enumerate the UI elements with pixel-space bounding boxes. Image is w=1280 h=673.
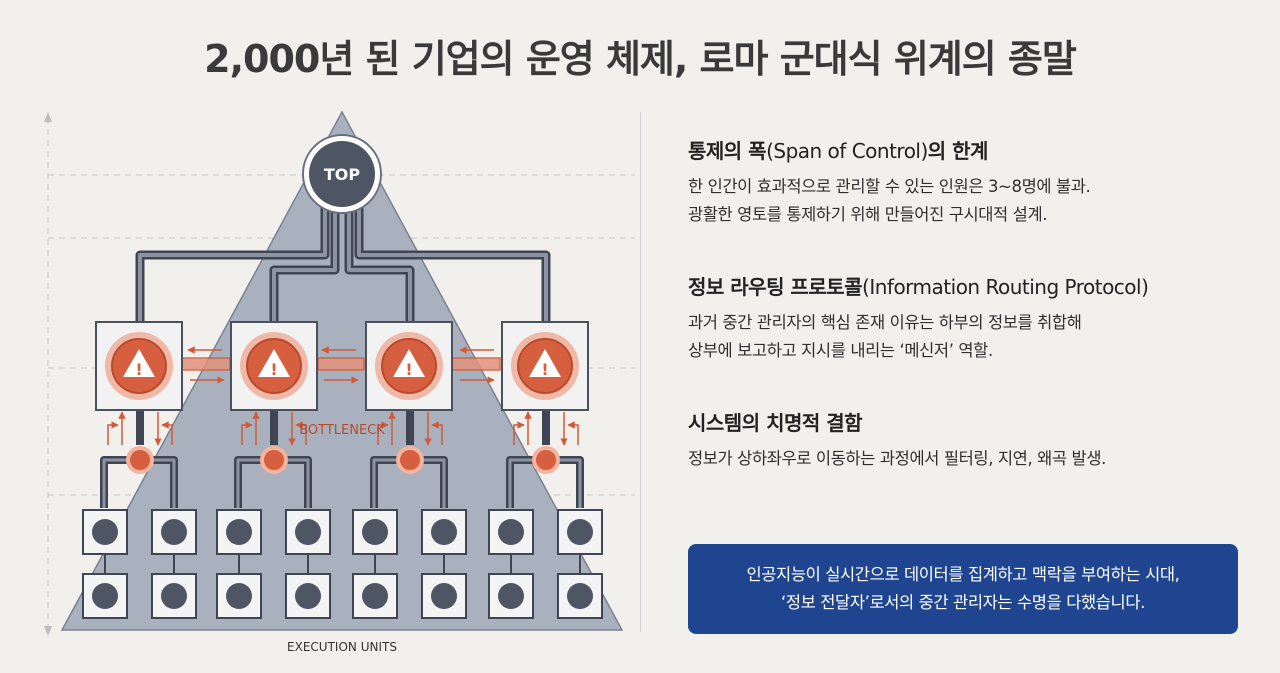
- unit-connectors: [104, 554, 581, 574]
- execution-unit: [285, 573, 331, 619]
- bottleneck-label: BOTTLENECK: [299, 423, 385, 438]
- section-title: 통제의 폭(Span of Control)의 한계: [688, 135, 1248, 164]
- body-line: 한 인간이 효과적으로 관리할 수 있는 인원은 3~8명에 불과.: [688, 177, 1091, 196]
- page-title: 2,000년 된 기업의 운영 체제, 로마 군대식 위계의 종말: [204, 37, 1077, 81]
- warning-mark: !: [541, 360, 548, 379]
- execution-unit: [421, 509, 467, 555]
- execution-unit: [557, 509, 603, 555]
- execution-unit: [557, 573, 603, 619]
- body-line: 정보가 상하좌우로 이동하는 과정에서 필터링, 지연, 왜곡 발생.: [688, 449, 1106, 468]
- title-suffix: 의 한계: [927, 139, 989, 163]
- column-divider: [640, 112, 641, 632]
- warning-icon: [529, 349, 561, 377]
- manager-node: !: [95, 321, 183, 411]
- pyramid-shape: [60, 110, 624, 631]
- text-panel: 통제의 폭(Span of Control)의 한계 한 인간이 효과적으로 관…: [688, 135, 1248, 515]
- warning-mark: !: [135, 360, 142, 379]
- execution-unit: [216, 573, 262, 619]
- section-title: 시스템의 치명적 결함: [688, 411, 863, 435]
- body-line: 광활한 영토를 통제하기 위해 만들어진 구시대적 설계.: [688, 205, 1048, 224]
- unit-row-top: [82, 509, 603, 555]
- top-node: TOP: [302, 134, 382, 214]
- warning-mark: !: [405, 360, 412, 379]
- bottleneck-junctions: [126, 446, 560, 474]
- warning-icon: [258, 349, 290, 377]
- lateral-bands: [181, 357, 501, 371]
- title-ko: 통제의 폭: [688, 139, 767, 163]
- execution-units: [82, 509, 603, 619]
- manager-node: !: [365, 321, 453, 411]
- hierarchy-diagram: ! ! ! ! BOTTLENECK: [44, 110, 635, 654]
- execution-unit: [488, 509, 534, 555]
- manager-node: !: [230, 321, 318, 411]
- execution-unit: [421, 573, 467, 619]
- warning-mark: !: [270, 360, 277, 379]
- title-ko: 정보 라우팅 프로토콜: [688, 275, 863, 299]
- execution-unit: [151, 573, 197, 619]
- conclusion-callout: 인공지능이 실시간으로 데이터를 집계하고 맥락을 부여하는 시대, ‘정보 전…: [688, 544, 1238, 634]
- body-line: 과거 중간 관리자의 핵심 존재 이유는 하부의 정보를 취합해: [688, 313, 1082, 332]
- unit-row-bottom: [82, 573, 603, 619]
- section-body: 한 인간이 효과적으로 관리할 수 있는 인원은 3~8명에 불과. 광활한 영…: [688, 173, 1248, 229]
- execution-unit: [285, 509, 331, 555]
- manager-nodes: ! ! ! !: [95, 321, 589, 411]
- title-en: (Information Routing Protocol): [862, 275, 1149, 299]
- section-title: 정보 라우팅 프로토콜(Information Routing Protocol…: [688, 271, 1248, 300]
- flow-arrows: [107, 346, 579, 446]
- body-line: 상부에 보고하고 지시를 내리는 ‘메신저’ 역할.: [688, 341, 993, 360]
- execution-unit: [216, 509, 262, 555]
- execution-unit: [151, 509, 197, 555]
- execution-unit: [488, 573, 534, 619]
- execution-unit: [82, 573, 128, 619]
- execution-unit: [352, 509, 398, 555]
- top-label: TOP: [324, 165, 361, 184]
- warning-icon: [123, 349, 155, 377]
- execution-unit: [352, 573, 398, 619]
- section-span-of-control: 통제의 폭(Span of Control)의 한계 한 인간이 효과적으로 관…: [688, 135, 1248, 229]
- execution-unit: [82, 509, 128, 555]
- section-body: 정보가 상하좌우로 이동하는 과정에서 필터링, 지연, 왜곡 발생.: [688, 445, 1248, 473]
- execution-units-label: EXECUTION UNITS: [287, 640, 397, 654]
- section-routing-protocol: 정보 라우팅 프로토콜(Information Routing Protocol…: [688, 271, 1248, 365]
- warning-icon: [393, 349, 425, 377]
- section-body: 과거 중간 관리자의 핵심 존재 이유는 하부의 정보를 취합해 상부에 보고하…: [688, 309, 1248, 365]
- title-en: (Span of Control): [766, 139, 928, 163]
- callout-line: ‘정보 전달자’로서의 중간 관리자는 수명을 다했습니다.: [781, 593, 1145, 612]
- manager-node: !: [501, 321, 589, 411]
- section-fatal-flaw: 시스템의 치명적 결함 정보가 상하좌우로 이동하는 과정에서 필터링, 지연,…: [688, 407, 1248, 473]
- callout-line: 인공지능이 실시간으로 데이터를 집계하고 맥락을 부여하는 시대,: [746, 565, 1180, 584]
